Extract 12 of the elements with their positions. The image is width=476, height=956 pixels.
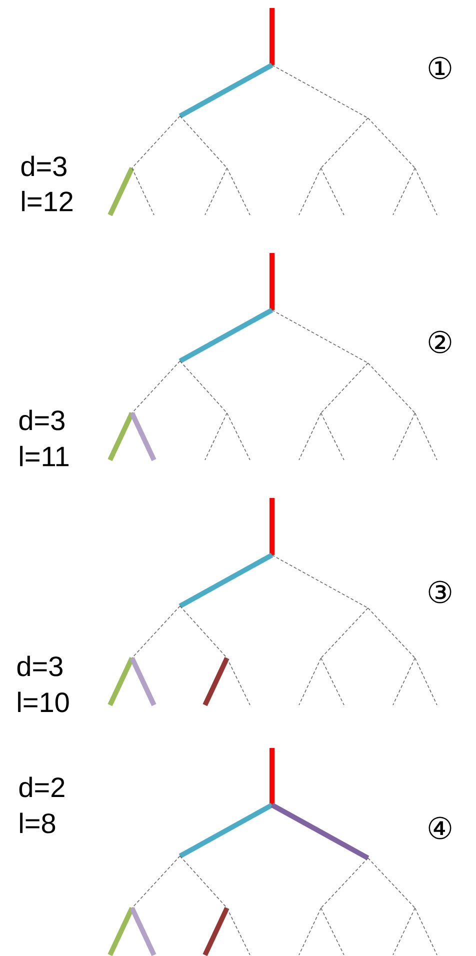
parameter-label: d=3 (19, 410, 64, 430)
step-number: ② (428, 330, 452, 354)
parameter-label: l=8 (20, 812, 56, 834)
step-number: ① (428, 56, 452, 80)
step-number: ④ (428, 816, 452, 840)
step-number: ③ (428, 580, 452, 604)
parameter-label: d=3 (21, 156, 66, 176)
parameter-label: d=2 (19, 776, 64, 798)
parameter-label: l=10 (18, 692, 69, 712)
parameter-label: l=11 (20, 446, 68, 466)
parameter-label: d=3 (17, 656, 62, 676)
parameter-label: l=12 (22, 190, 72, 212)
